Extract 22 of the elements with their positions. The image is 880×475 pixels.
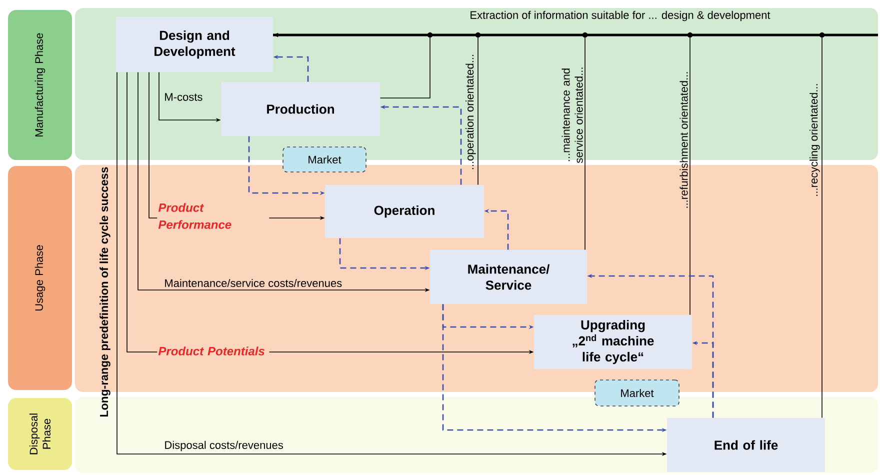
edge-label: ...refurbishment orientated...: [680, 72, 688, 208]
phase-label-box: Manufacturing Phase: [8, 10, 72, 160]
process-box: Production: [221, 82, 380, 136]
note-text: Long-range predefinition of life cycle success: [100, 167, 110, 416]
edge-label: Maintenance/service costs/revenues: [165, 278, 342, 288]
note-text: Extraction of information suitable for ... design & development: [470, 10, 770, 22]
process-box: End of life: [667, 418, 825, 472]
edge-label: ...operation orientated...: [466, 54, 476, 170]
process-box: Design and Development: [116, 17, 273, 72]
process-box: Operation: [325, 185, 484, 238]
market-box: Market: [594, 380, 680, 406]
edge-label: ...recycling orientated...: [810, 84, 820, 196]
phase-label-box: Disposal Phase: [8, 398, 72, 470]
edge-label: Product Potentials: [157, 346, 270, 356]
phase-label-box: Usage Phase: [8, 166, 72, 390]
process-box: Upgrading „2$^{nd}$ machine life cycle“: [534, 315, 692, 369]
market-box: Market: [282, 146, 366, 172]
edge-label: M-costs: [165, 93, 202, 101]
edge-label: Product Performance: [157, 202, 270, 230]
process-box: Maintenance/ Service: [430, 250, 587, 304]
edge-label: ...maintenance and service orientated...: [562, 68, 583, 163]
edge-label: Disposal costs/revenues: [165, 440, 283, 452]
